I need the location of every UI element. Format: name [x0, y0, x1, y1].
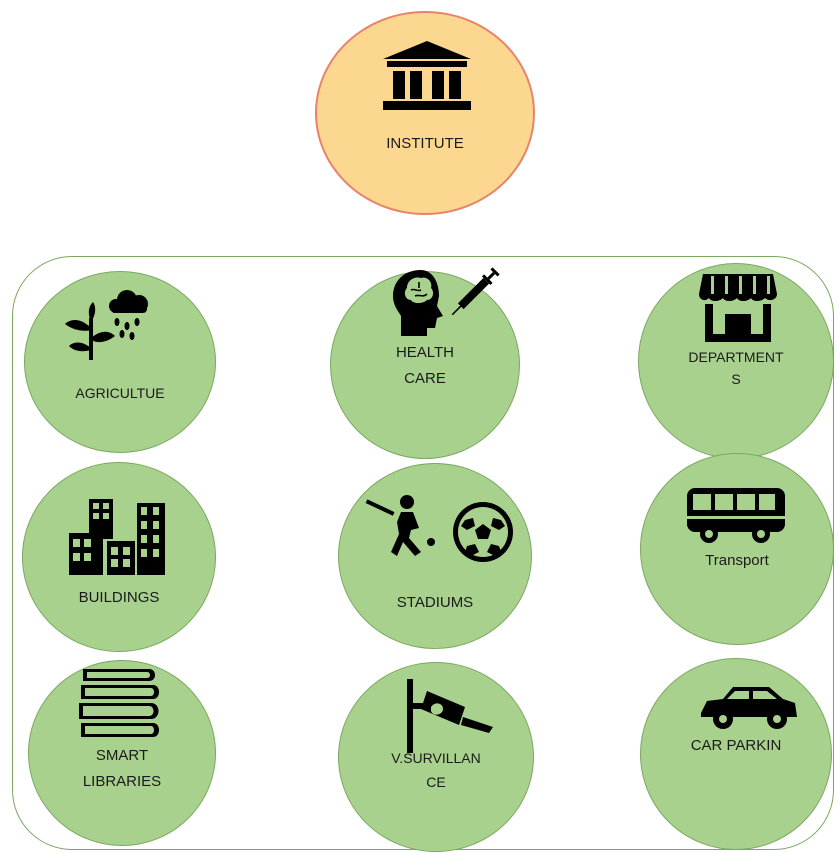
car-parking-label: CAR PARKIN	[690, 737, 782, 754]
agriculture-label: AGRICULTUE	[75, 385, 165, 401]
brain-syringe-icon	[393, 267, 500, 336]
buildings-node: BUILDINGS	[22, 462, 216, 652]
cricket-football-icon	[365, 495, 513, 562]
smart-libraries-label-line-1: SMART	[95, 747, 149, 764]
departments-label-line-1: DEPARTMENT	[688, 349, 784, 365]
city-buildings-icon	[69, 499, 165, 575]
transport-node: Transport	[640, 453, 834, 645]
storefront-icon	[699, 274, 777, 342]
institute-building-icon	[383, 41, 471, 110]
smart-libraries-label-line-2: LIBRARIES	[82, 773, 162, 790]
car-parking-node: CAR PARKIN	[640, 658, 832, 850]
health-care-node: HEALTH CARE	[330, 267, 520, 459]
institute-label: INSTITUTE	[386, 135, 464, 152]
books-icon	[79, 669, 159, 737]
bus-icon	[687, 488, 785, 543]
health-care-label-line-1: HEALTH	[395, 344, 455, 361]
departments-node: DEPARTMENT S	[638, 263, 834, 459]
departments-label-line-2: S	[731, 371, 741, 387]
agriculture-node: AGRICULTUE	[24, 271, 216, 453]
transport-label: Transport	[705, 552, 769, 569]
video-surveillance-node: V.SURVILLAN CE	[338, 662, 534, 852]
buildings-label: BUILDINGS	[78, 589, 160, 606]
cctv-camera-icon	[407, 679, 493, 753]
smart-libraries-node: SMART LIBRARIES	[28, 660, 216, 846]
stadiums-label: STADIUMS	[396, 594, 474, 611]
health-care-label-line-2: CARE	[404, 370, 446, 387]
stadiums-node: STADIUMS	[338, 463, 532, 649]
video-surveillance-label-line-2: CE	[426, 774, 446, 790]
car-icon	[701, 687, 797, 729]
video-surveillance-label-line-1: V.SURVILLAN	[391, 750, 481, 766]
plant-rain-icon	[65, 290, 148, 360]
institute-node: INSTITUTE	[315, 11, 535, 215]
